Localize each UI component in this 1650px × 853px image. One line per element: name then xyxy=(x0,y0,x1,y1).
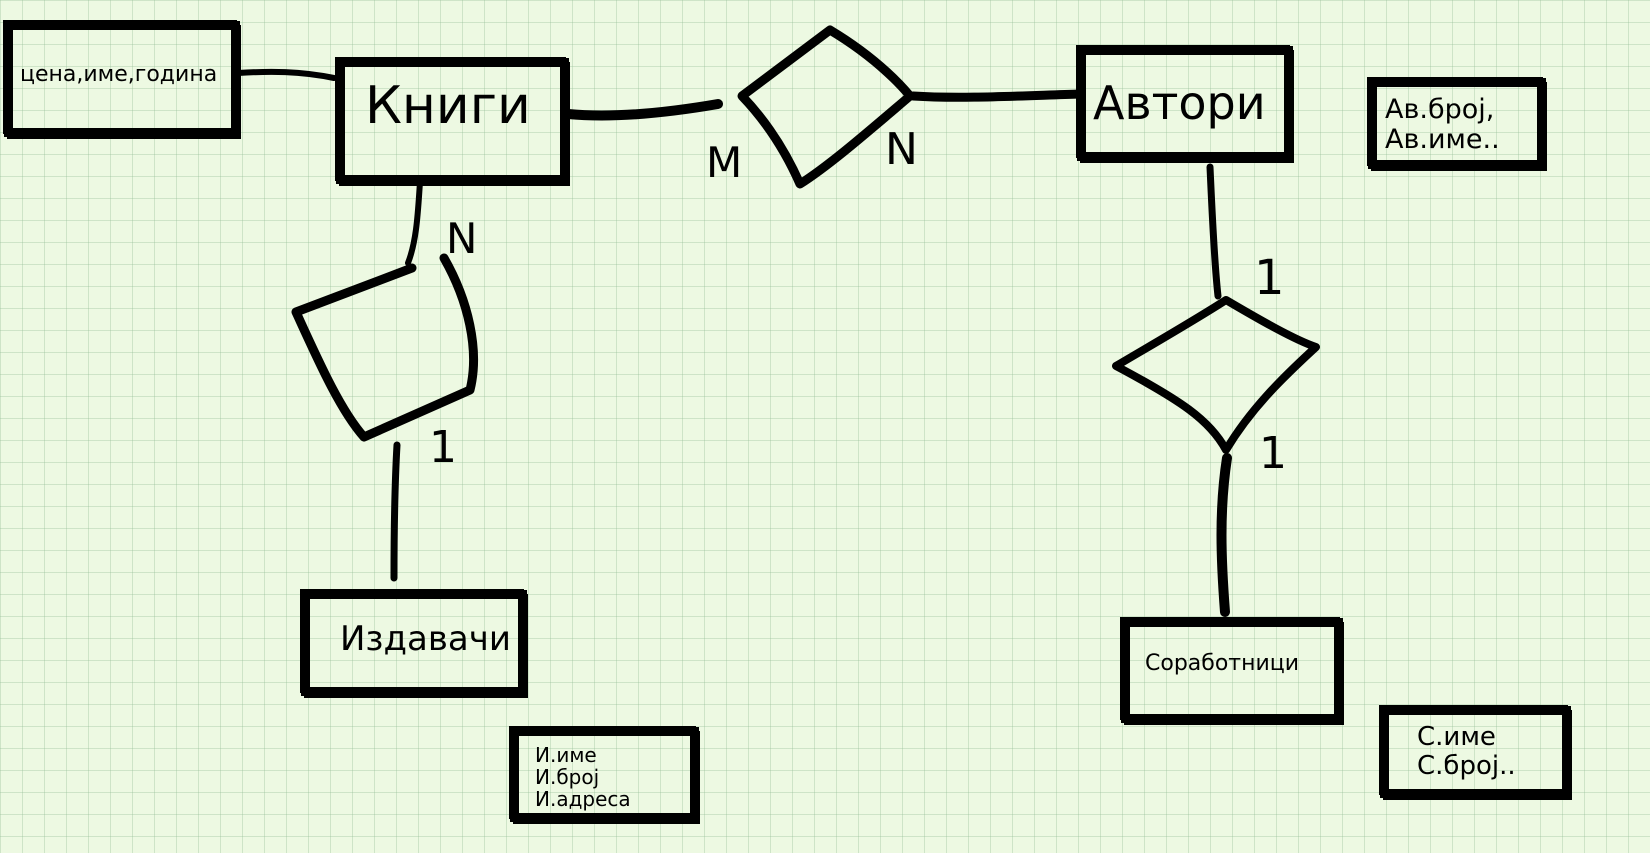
connector-rel2-izdavachi xyxy=(390,441,401,582)
connector-knigi-relationship xyxy=(563,99,723,121)
entity-label-avtori: Автори xyxy=(1093,76,1266,130)
relationship-shape-knigi-izdavachi xyxy=(291,253,479,442)
attribute-label-sorabotnici: С.име С.број.. xyxy=(1417,723,1516,780)
entity-box-sorabotnici xyxy=(1121,618,1343,723)
attribute-label-knigi: цена,име,година xyxy=(20,62,218,87)
attribute-line-s-broj: С.број.. xyxy=(1417,750,1516,781)
cardinality-knigi-avtori-right: N xyxy=(885,124,918,175)
attribute-label-avtori: Ав.број, Ав.име.. xyxy=(1385,95,1500,154)
connector-knigi-rel2 xyxy=(405,179,423,266)
attribute-line-av-broj: Ав.број, xyxy=(1385,94,1495,125)
attribute-box-avtori xyxy=(1368,78,1546,169)
entity-label-izdavachi: Издавачи xyxy=(340,619,511,659)
cardinality-knigi-avtori-left: M xyxy=(706,138,743,187)
connector-relationship-avtori xyxy=(908,89,1085,102)
entity-box-avtori xyxy=(1077,46,1293,161)
attribute-line-s-ime: С.име xyxy=(1417,722,1496,752)
attribute-line-i-ime: И.име xyxy=(535,743,597,767)
attribute-box-sorabotnici xyxy=(1380,706,1571,798)
cardinality-knigi-izdavachi-bottom: 1 xyxy=(429,422,457,473)
entity-label-sorabotnici: Соработници xyxy=(1145,651,1300,676)
attribute-line-i-adresa: И.адреса xyxy=(535,787,631,811)
attribute-label-izdavachi: И.име И.број И.адреса xyxy=(535,744,631,810)
attribute-line-av-ime: Ав.име.. xyxy=(1385,123,1500,155)
entity-box-izdavachi xyxy=(301,590,527,696)
cardinality-avtori-sorabotnici-top: 1 xyxy=(1254,250,1285,306)
connector-rel3-sorabotnici xyxy=(1216,453,1232,617)
entity-label-knigi: Книги xyxy=(365,76,531,136)
connector-avtori-rel3 xyxy=(1206,163,1222,300)
entity-box-knigi xyxy=(336,58,569,184)
attribute-line-i-broj: И.број xyxy=(535,765,600,789)
attribute-box-knigi xyxy=(4,21,240,137)
cardinality-avtori-sorabotnici-bottom: 1 xyxy=(1259,428,1287,479)
cardinality-knigi-izdavachi-top: N xyxy=(446,214,478,263)
connector-attr-knigi xyxy=(235,68,337,81)
attribute-box-izdavachi xyxy=(510,727,699,822)
